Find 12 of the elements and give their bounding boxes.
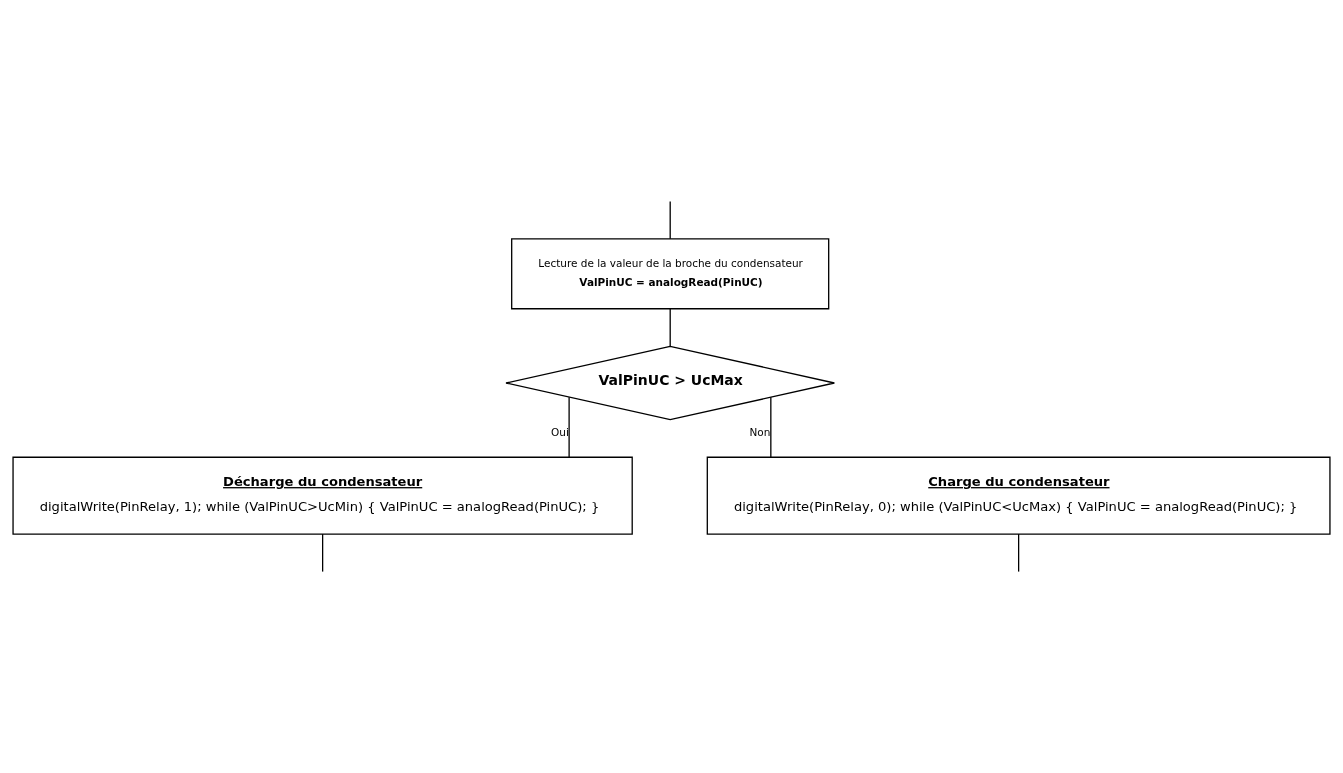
connector	[1017, 533, 1020, 573]
connector	[568, 396, 570, 458]
edge-label: Non	[749, 425, 771, 438]
connector	[321, 533, 324, 573]
connector	[669, 200, 671, 240]
node-box: Charge du condensateur digitalWrite(PinRelay, 0); while (ValPinUC<UcMax) { ValPinUC = analogRead(PinUC); }	[706, 456, 1331, 535]
node-diamond: ValPinUC > UcMax	[505, 345, 836, 421]
node-box: Lecture de la valeur de la broche du condensateur ValPinUC = analogRead(PinUC)	[511, 238, 830, 310]
connector	[669, 308, 671, 347]
connector	[770, 396, 772, 458]
edge-label: Oui	[551, 425, 569, 438]
node-box: Décharge du condensateur digitalWrite(PinRelay, 1); while (ValPinUC>UcMin) { ValPinUC = analogRead(PinUC); }	[12, 456, 633, 535]
